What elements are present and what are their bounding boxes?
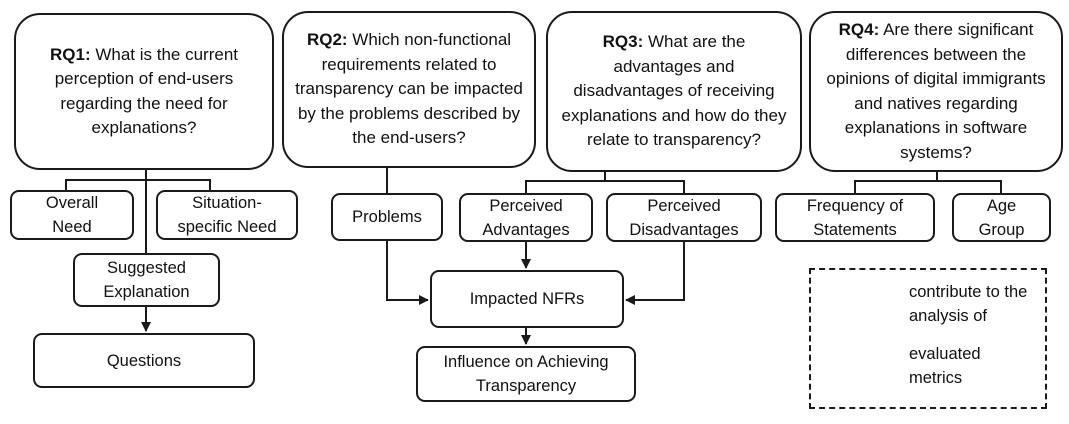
perceived-advantages-node: Perceived Advantages (459, 193, 593, 242)
overall-need-node: Overall Need (10, 190, 134, 240)
questions-node: Questions (33, 333, 255, 388)
rq1-bracket (65, 179, 211, 190)
legend-line-label: evaluated metrics (909, 345, 981, 387)
influence-on-transparency-node: Influence on Achieving Transparency (416, 346, 636, 402)
rq4-box: RQ4: Are there significant differences b… (809, 11, 1063, 172)
rq2-label: RQ2: (306, 30, 348, 50)
rq2-box: RQ2: Which non-functional requirements r… (282, 11, 536, 168)
rq3-text: What are the advantages and disadvantage… (561, 32, 787, 150)
legend-arrow-label: contribute to the analysis of (909, 283, 1028, 325)
frequency-of-statements-node: Frequency of Statements (775, 193, 935, 242)
rq4-text: Are there significant differences betwee… (826, 20, 1046, 162)
problems-node: Problems (331, 193, 443, 241)
rq2-text: Which non-functional requirements relate… (295, 30, 523, 148)
arrow-disadvantages-to-nfrs (625, 242, 685, 305)
rq4-label: RQ4: (838, 20, 880, 39)
suggested-explanation-node: Suggested Explanation (73, 253, 220, 307)
legend (809, 268, 1047, 409)
rq4-bracket (854, 180, 1002, 193)
impacted-nfrs-node: Impacted NFRs (430, 270, 624, 328)
rq3-box: RQ3: What are the advantages and disadva… (546, 11, 802, 172)
rq1-text: What is the current perception of end-us… (54, 44, 239, 138)
arrow-problems-to-nfrs (386, 241, 429, 305)
rq1-label: RQ1: (49, 44, 91, 64)
rq3-bracket (525, 180, 685, 193)
perceived-disadvantages-node: Perceived Disadvantages (606, 193, 762, 242)
situation-specific-need-node: Situation-specific Need (156, 190, 298, 240)
rq3-label: RQ3: (602, 32, 644, 52)
rq1-box: RQ1: What is the current perception of e… (14, 13, 274, 170)
age-group-node: Age Group (952, 193, 1051, 242)
